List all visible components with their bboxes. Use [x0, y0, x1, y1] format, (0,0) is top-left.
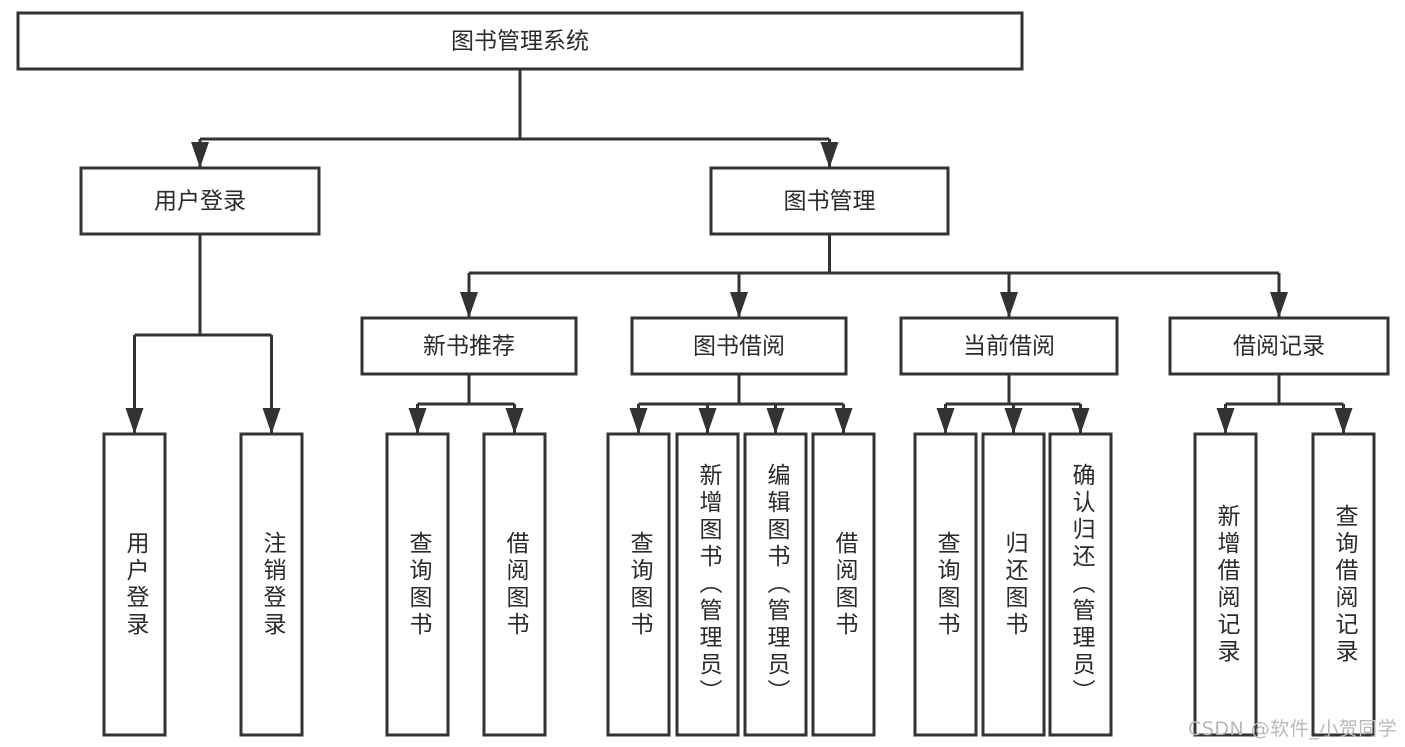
- node-box-借阅图书[interactable]: [811, 432, 876, 737]
- node-label-用户登录: 用户登录: [154, 189, 246, 215]
- arrow-head-icon: [629, 408, 648, 434]
- arrow-head-icon: [1000, 292, 1018, 318]
- csdn-watermark: CSDN @软件_小贺同学: [1188, 718, 1398, 740]
- arrow-head-icon: [408, 408, 427, 434]
- arrow-head-icon: [1270, 292, 1288, 318]
- node-label-图书管理: 图书管理: [784, 189, 876, 215]
- node-label-图书借阅: 图书借阅: [693, 334, 785, 360]
- node-box-新增借阅记录[interactable]: [1193, 432, 1258, 737]
- node-box-图书借阅[interactable]: [630, 316, 848, 376]
- arrow-head-icon: [1216, 408, 1235, 434]
- node-box-查询图书[interactable]: [606, 432, 671, 737]
- arrow-head-icon: [505, 408, 524, 434]
- node-box-图书管理系统[interactable]: [16, 11, 1024, 71]
- node-box-新书推荐[interactable]: [360, 316, 578, 376]
- node-box-用户登录[interactable]: [79, 166, 321, 236]
- node-label-借阅记录: 借阅记录: [1233, 334, 1325, 360]
- node-box-当前借阅[interactable]: [899, 316, 1119, 376]
- node-box-借阅记录[interactable]: [1168, 316, 1390, 376]
- arrow-head-icon: [125, 408, 144, 434]
- node-box-查询借阅记录[interactable]: [1311, 432, 1376, 737]
- node-label-当前借阅: 当前借阅: [963, 334, 1055, 360]
- arrow-head-icon: [766, 408, 785, 434]
- node-label-新书推荐: 新书推荐: [423, 334, 515, 360]
- arrow-head-icon: [834, 408, 853, 434]
- node-box-图书管理[interactable]: [709, 166, 950, 236]
- arrow-head-icon: [1004, 408, 1023, 434]
- node-box-编辑图书-管理员[interactable]: [743, 432, 808, 737]
- arrow-head-icon: [262, 408, 281, 434]
- arrow-head-icon: [460, 292, 478, 318]
- node-box-查询图书[interactable]: [385, 432, 450, 737]
- arrow-head-icon: [698, 408, 717, 434]
- node-box-用户登录[interactable]: [102, 432, 167, 737]
- connector-layer: [125, 69, 1353, 434]
- arrow-head-icon: [1071, 408, 1090, 434]
- arrow-head-icon: [191, 142, 209, 168]
- arrow-head-icon: [1334, 408, 1353, 434]
- node-box-查询图书[interactable]: [913, 432, 978, 737]
- node-box-借阅图书[interactable]: [482, 432, 547, 737]
- arrow-head-icon: [820, 142, 839, 168]
- node-box-注销登录[interactable]: [239, 432, 304, 737]
- node-box-确认归还-管理员[interactable]: [1048, 432, 1113, 737]
- node-box-归还图书[interactable]: [981, 432, 1046, 737]
- arrow-head-icon: [936, 408, 955, 434]
- node-label-图书管理系统: 图书管理系统: [451, 29, 589, 55]
- arrow-head-icon: [730, 292, 748, 318]
- node-box-新增图书-管理员[interactable]: [675, 432, 740, 737]
- node-box-layer: [16, 11, 1390, 737]
